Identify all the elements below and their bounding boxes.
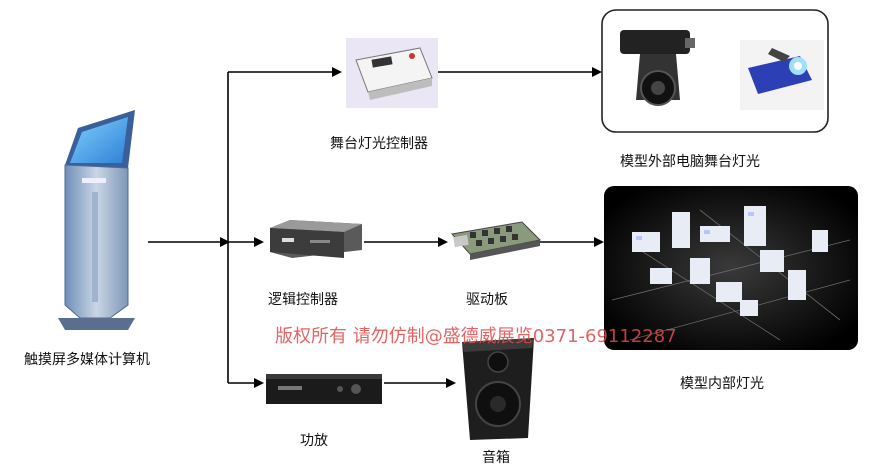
watermark-text: 版权所有 请勿仿制@盛德威展览0371-69112287 bbox=[275, 326, 677, 347]
label-speaker: 音箱 bbox=[482, 450, 510, 466]
label-amplifier: 功放 bbox=[300, 433, 328, 449]
logic-controller-image bbox=[270, 220, 362, 258]
label-external-lights: 模型外部电脑舞台灯光 bbox=[620, 154, 760, 170]
kiosk-image bbox=[58, 110, 135, 330]
connectors bbox=[148, 67, 604, 388]
label-logic-controller: 逻辑控制器 bbox=[268, 292, 338, 308]
label-kiosk: 触摸屏多媒体计算机 bbox=[24, 352, 150, 368]
label-stage-controller: 舞台灯光控制器 bbox=[330, 136, 428, 152]
external-lights-image bbox=[601, 9, 829, 133]
label-internal-lights: 模型内部灯光 bbox=[680, 376, 764, 392]
internal-lights-image bbox=[604, 186, 858, 350]
stage-controller-image bbox=[346, 38, 438, 108]
label-driver-board: 驱动板 bbox=[466, 292, 508, 308]
speaker-image bbox=[462, 338, 534, 440]
amplifier-image bbox=[266, 374, 382, 404]
driver-board-image bbox=[451, 221, 542, 260]
